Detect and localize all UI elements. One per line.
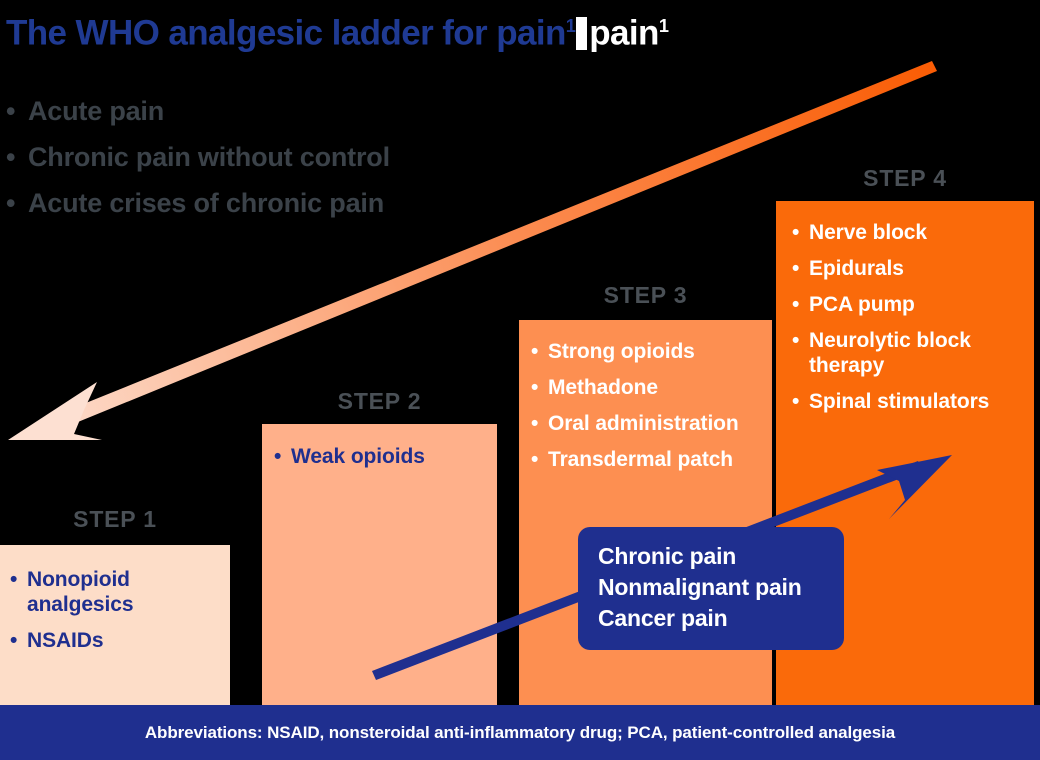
list-item: Strong opioids: [531, 339, 764, 364]
list-item: Acute pain: [6, 88, 390, 134]
list-item: Methadone: [531, 375, 764, 400]
callout-line: Chronic pain: [598, 543, 737, 569]
abbreviations-footer: Abbreviations: NSAID, nonsteroidal anti-…: [0, 705, 1040, 760]
step-4-item-list: Nerve block Epidurals PCA pump Neurolyti…: [792, 220, 1026, 414]
step-2-bar[interactable]: Weak opioids: [262, 424, 497, 705]
list-item: Weak opioids: [274, 444, 485, 469]
step-2-item-list: Weak opioids: [274, 444, 485, 469]
abbreviations-text: Abbreviations: NSAID, nonsteroidal anti-…: [144, 722, 896, 742]
title-superscript-blue: 1: [565, 16, 576, 36]
title-main-text: The WHO analgesic ladder for: [6, 13, 497, 53]
text-cursor-caret: [576, 16, 588, 50]
list-item: Acute crises of chronic pain: [6, 180, 390, 226]
step-4-label: STEP 4: [863, 165, 947, 191]
list-item: Neurolytic block therapy: [792, 328, 1026, 378]
list-item: Oral administration: [531, 411, 764, 436]
list-item: Epidurals: [792, 256, 1026, 281]
list-item: NSAIDs: [10, 628, 220, 653]
list-item: Transdermal patch: [531, 447, 764, 472]
step-1-item-list: Nonopioid analgesics NSAIDs: [10, 567, 220, 653]
list-item: Nerve block: [792, 220, 1026, 245]
list-item: Chronic pain without control: [6, 134, 390, 180]
step-1-bar[interactable]: Nonopioid analgesics NSAIDs: [0, 545, 230, 705]
list-item: PCA pump: [792, 292, 1026, 317]
indication-bullet-list: Acute pain Chronic pain without control …: [6, 88, 390, 226]
list-item: Spinal stimulators: [792, 389, 1026, 414]
title-word-blue: pain: [496, 13, 566, 53]
callout-line: Cancer pain: [598, 605, 728, 631]
pain-type-callout: Chronic pain Nonmalignant pain Cancer pa…: [578, 527, 844, 650]
step-3-item-list: Strong opioids Methadone Oral administra…: [531, 339, 764, 472]
callout-line: Nonmalignant pain: [598, 574, 802, 600]
title-word-white: pain: [589, 13, 659, 53]
list-item: Nonopioid analgesics: [10, 567, 220, 617]
step-2-label: STEP 2: [337, 388, 422, 414]
step-3-label: STEP 3: [603, 282, 688, 308]
step-1-label: STEP 1: [73, 506, 157, 532]
title-superscript-white: 1: [658, 16, 669, 36]
